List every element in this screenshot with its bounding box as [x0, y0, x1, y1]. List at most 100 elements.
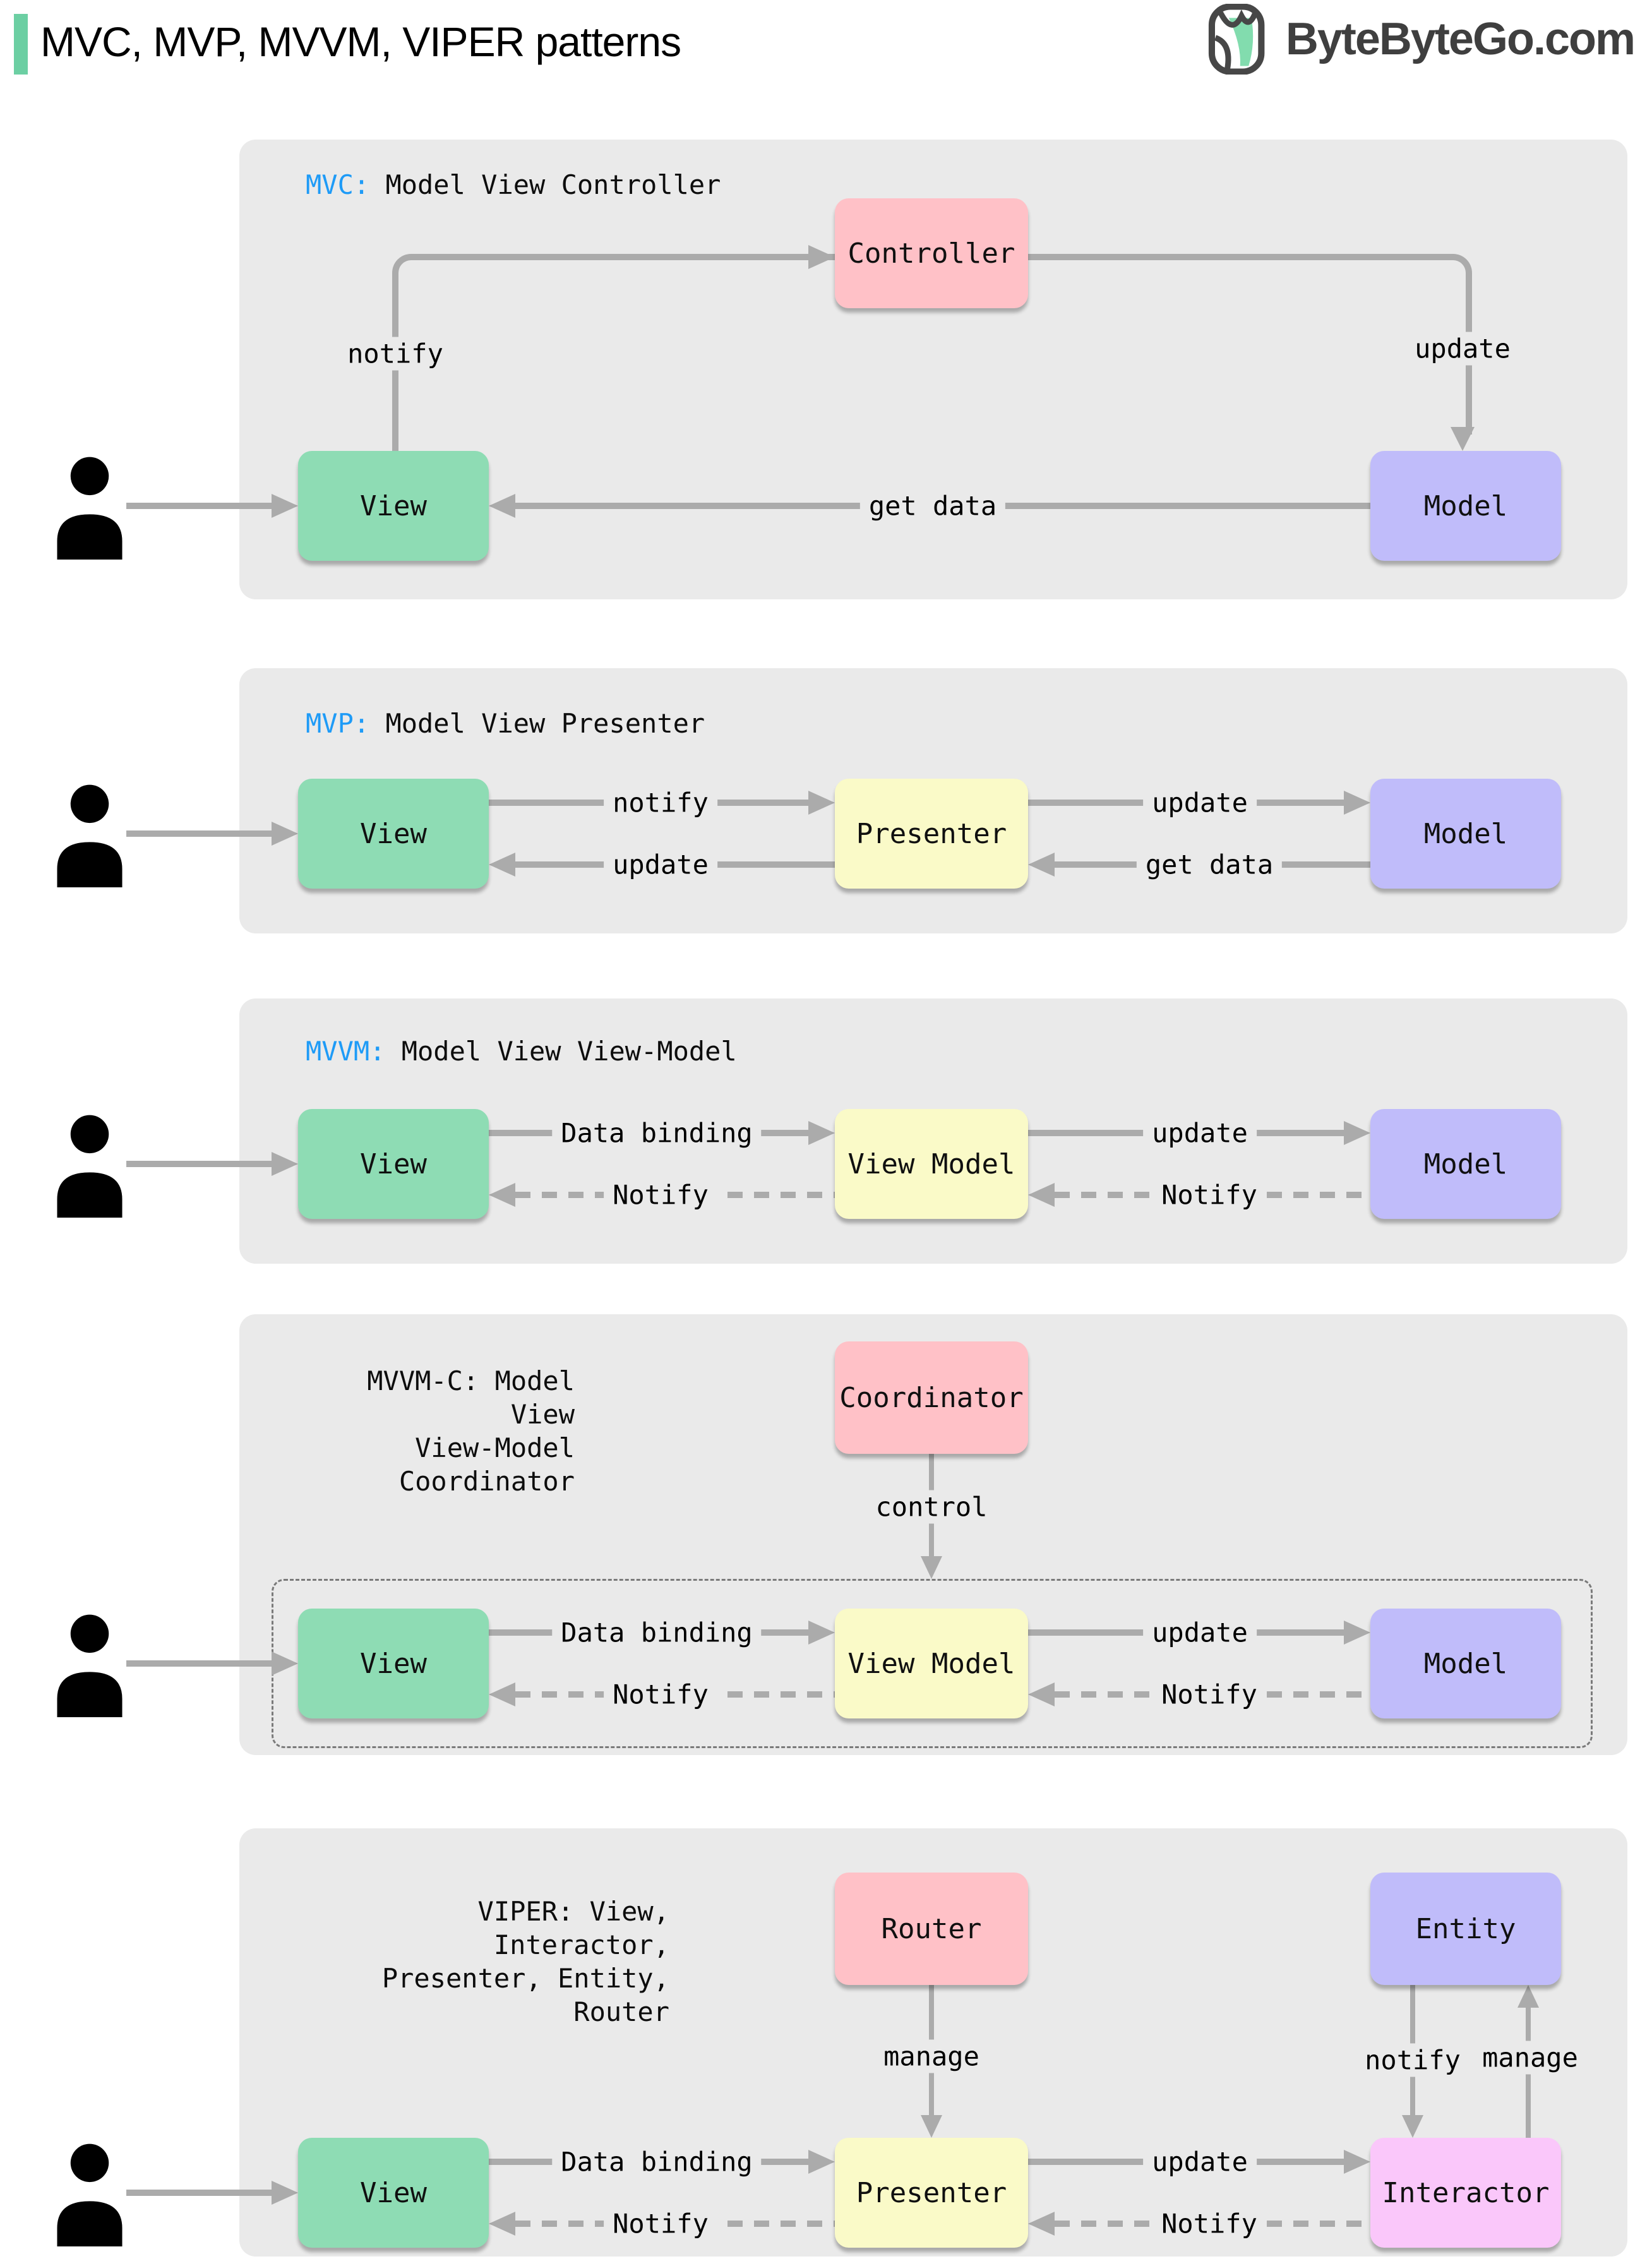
viper-heading-line1: VIPER: View, Interactor,: [477, 1896, 669, 1960]
mvvm-box-view: View: [298, 1109, 489, 1219]
viper-arrowhead-manage-entity: [1517, 1985, 1539, 2008]
mvp-arrowhead-get-data: [1028, 853, 1055, 877]
mvp-edge-label-notify: notify: [604, 786, 717, 820]
mvc-arrowhead-update: [1451, 427, 1475, 451]
mvvm-edge-label-update: update: [1143, 1116, 1257, 1150]
viper-arrowhead-update: [1344, 2150, 1370, 2174]
viper-edge-label-data-binding: Data binding: [552, 2145, 762, 2179]
viper-edge-label-notify-entity: notify: [1356, 2043, 1469, 2077]
mvvmc-edge-label-notify-vm: Notify: [1152, 1677, 1266, 1711]
mvc-edge-label-notify: notify: [338, 337, 452, 371]
viper-arrow-user-view: [126, 2190, 273, 2196]
mvvmc-edge-label-update: update: [1143, 1616, 1257, 1650]
mvvm-edge-label-notify-view: Notify: [604, 1178, 717, 1212]
mvvm-arrowhead-update: [1344, 1121, 1370, 1145]
brand-name: ByteByteGo.com: [1285, 14, 1636, 64]
mvvm-arrowhead-notify-vm: [1028, 1183, 1055, 1207]
mvvm-arrowhead-data-binding: [808, 1121, 835, 1145]
mvvmc-arrowhead-control: [921, 1556, 942, 1579]
viper-edge-label-manage-router: manage: [875, 2039, 988, 2073]
user-icon: [57, 784, 123, 887]
viper-box-router: Router: [835, 1873, 1028, 1985]
viper-box-interactor: Interactor: [1370, 2138, 1561, 2248]
panel-viper-heading: VIPER: View, Interactor, Presenter, Enti…: [290, 1895, 669, 2029]
panel-mvvm-heading: MVVM: Model View View-Model: [306, 1034, 737, 1068]
mvvmc-arrowhead-update: [1344, 1621, 1370, 1645]
mvc-arrow-notify: [392, 254, 835, 451]
mvvmc-box-model: Model: [1370, 1609, 1561, 1718]
mvc-heading-text: Model View Controller: [385, 169, 721, 200]
viper-abbr: VIPER:: [477, 1896, 574, 1927]
viper-arrowhead-user-view: [272, 2181, 298, 2205]
viper-arrowhead-manage-router: [921, 2115, 942, 2138]
mvp-box-view: View: [298, 779, 489, 889]
mvc-edge-label-update: update: [1406, 332, 1519, 366]
mvvmc-heading-line3: Coordinator: [398, 1466, 575, 1497]
mvc-box-view: View: [298, 451, 489, 561]
mvvmc-edge-label-control: control: [866, 1490, 997, 1524]
mvc-arrowhead-get-data: [489, 494, 515, 518]
mvvm-abbr: MVVM:: [306, 1036, 386, 1067]
mvvmc-arrow-user-view: [126, 1660, 273, 1667]
mvvmc-heading-line1: MVVM-C: Model View: [367, 1365, 575, 1430]
mvvmc-arrowhead-notify-view: [489, 1682, 515, 1706]
panel-mvvmc-heading: MVVM-C: Model View View-Model Coordinato…: [290, 1364, 575, 1498]
viper-edge-label-notify-view: Notify: [604, 2207, 717, 2241]
mvvm-arrowhead-notify-view: [489, 1183, 515, 1207]
mvvm-box-model: Model: [1370, 1109, 1561, 1219]
mvvmc-edge-label-notify-view: Notify: [604, 1677, 717, 1711]
mvvmc-heading-line2: View-Model: [415, 1432, 575, 1463]
viper-edge-label-notify-presenter: Notify: [1152, 2207, 1266, 2241]
viper-arrowhead-notify-entity: [1402, 2115, 1423, 2138]
mvc-box-controller: Controller: [835, 198, 1028, 308]
mvvm-arrowhead-user-view: [272, 1152, 298, 1176]
mvvmc-arrowhead-user-view: [272, 1652, 298, 1676]
mvp-arrowhead-notify: [808, 791, 835, 815]
viper-arrowhead-notify-presenter: [1028, 2212, 1055, 2236]
mvc-box-model: Model: [1370, 451, 1561, 561]
viper-box-view: View: [298, 2138, 489, 2248]
mvvmc-box-coordinator: Coordinator: [835, 1341, 1028, 1454]
viper-heading-line2: Presenter, Entity,: [381, 1963, 669, 1994]
mvp-arrowhead-update-return: [489, 853, 515, 877]
mvp-edge-label-update: update: [1143, 786, 1257, 820]
viper-arrowhead-notify-view: [489, 2212, 515, 2236]
mvp-abbr: MVP:: [306, 708, 370, 739]
user-icon: [57, 1115, 123, 1218]
mvc-abbr: MVC:: [306, 169, 370, 200]
mvvmc-abbr: MVVM-C:: [367, 1365, 479, 1396]
mvp-arrowhead-user-view: [272, 822, 298, 846]
user-icon: [57, 457, 123, 560]
mvvm-box-view-model: View Model: [835, 1109, 1028, 1219]
mvvm-heading-text: Model View View-Model: [401, 1036, 737, 1067]
mvc-arrowhead-user-view: [272, 494, 298, 518]
mvvmc-box-view-model: View Model: [835, 1609, 1028, 1718]
mvc-edge-label-get-data: get data: [859, 489, 1006, 523]
user-icon: [57, 1614, 123, 1717]
mvvmc-arrowhead-notify-vm: [1028, 1682, 1055, 1706]
panel-mvc-heading: MVC: Model View Controller: [306, 168, 721, 201]
mvp-heading-text: Model View Presenter: [385, 708, 705, 739]
brand-logo: ByteByteGo.com: [1206, 4, 1636, 75]
mvc-arrow-user-view: [126, 503, 273, 509]
user-icon: [57, 2143, 123, 2246]
page-title: MVC, MVP, MVVM, VIPER patterns: [40, 18, 681, 65]
mvp-box-model: Model: [1370, 779, 1561, 889]
mvp-box-presenter: Presenter: [835, 779, 1028, 889]
mvp-edge-label-get-data: get data: [1136, 848, 1283, 882]
viper-box-entity: Entity: [1370, 1873, 1561, 1985]
mvp-arrow-user-view: [126, 830, 273, 837]
viper-heading-line3: Router: [573, 1996, 669, 2027]
mvvm-edge-label-data-binding: Data binding: [552, 1116, 762, 1150]
mvvm-arrow-user-view: [126, 1161, 273, 1167]
viper-edge-label-manage-entity: manage: [1473, 2041, 1587, 2075]
mvp-arrowhead-update: [1344, 791, 1370, 815]
mvc-arrowhead-notify: [808, 245, 835, 269]
mvvmc-arrowhead-data-binding: [808, 1621, 835, 1645]
viper-edge-label-update: update: [1143, 2145, 1257, 2179]
panel-mvp-heading: MVP: Model View Presenter: [306, 707, 705, 740]
mvvmc-edge-label-data-binding: Data binding: [552, 1616, 762, 1650]
mvvmc-box-view: View: [298, 1609, 489, 1718]
title-accent-bar: [14, 14, 28, 75]
